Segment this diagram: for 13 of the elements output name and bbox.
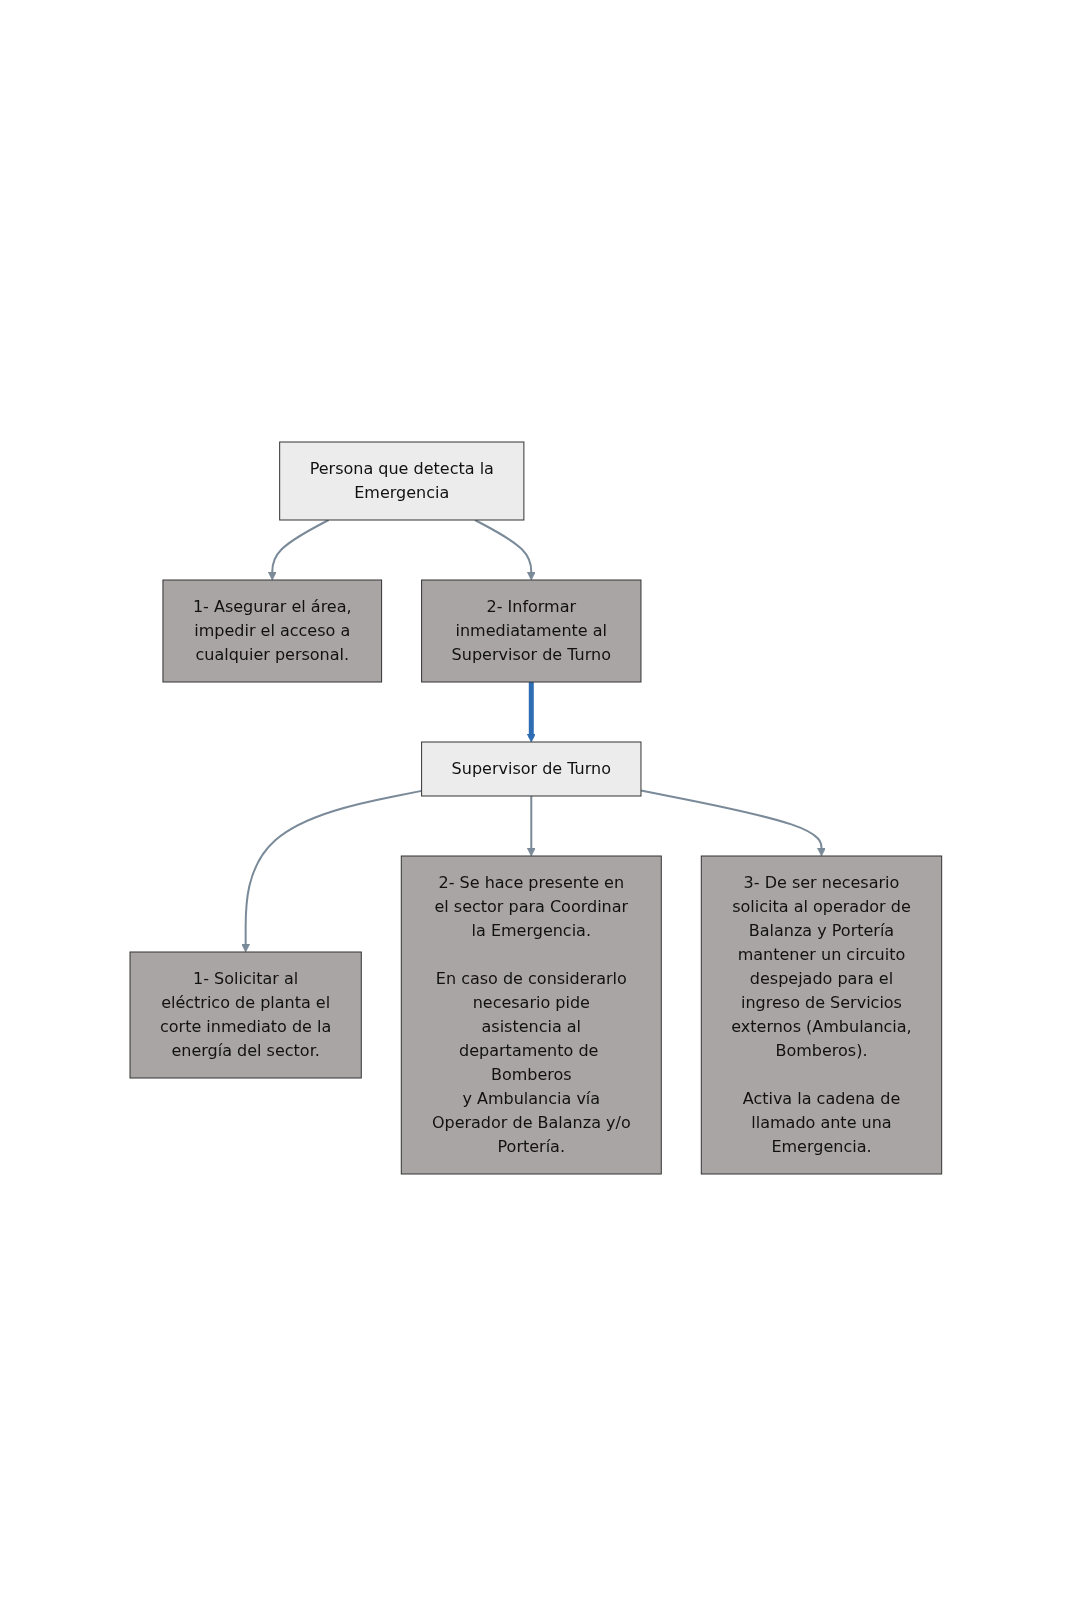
- arrow: [527, 795, 536, 857]
- node-box: Supervisor de Turno: [421, 741, 642, 797]
- node-box: 1- Asegurar el área, impedir el acceso a cualquier personal.: [162, 579, 383, 683]
- node-box: 1- Solicitar al eléctrico de planta el corte inmediato de la energía del sector.: [129, 951, 362, 1079]
- arrow: [241, 789, 423, 953]
- arrow: [268, 519, 330, 581]
- arrow: [640, 789, 827, 857]
- arrow: [527, 682, 536, 743]
- node-box: 2- Informar inmediatamente al Supervisor de Turno: [421, 579, 642, 683]
- arrow: [474, 519, 536, 581]
- node-box: Persona que detecta la Emergencia: [279, 441, 525, 521]
- node-box: 2- Se hace presente en el sector para Coordinar la Emergencia. En caso de considerarlo necesario pide asistencia al departamento de Bomberos y Ambulancia vía Operador de Balanza y/o Portería.: [400, 855, 662, 1175]
- node-box: 3- De ser necesario solicita al operador de Balanza y Portería mantener un circuito despejado para el ingreso de Servicios externos (Ambulancia, Bomberos). Activa la cadena de llamado ante una Emergencia.: [700, 855, 943, 1175]
